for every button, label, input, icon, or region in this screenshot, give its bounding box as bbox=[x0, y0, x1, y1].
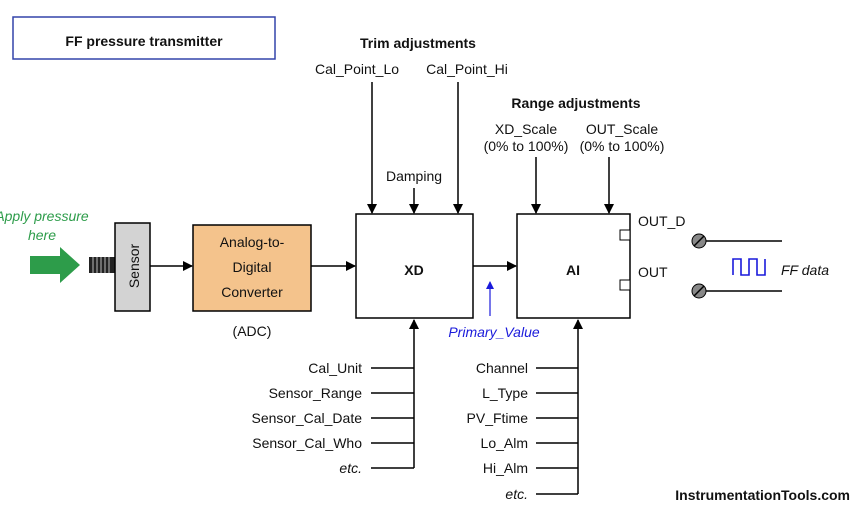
ai-block bbox=[516, 213, 631, 319]
xd-param-sensor-range: Sensor_Range bbox=[269, 385, 363, 401]
trim-heading: Trim adjustments bbox=[360, 35, 476, 51]
page-title: FF pressure transmitter bbox=[65, 33, 223, 49]
adc-line2: Digital bbox=[233, 259, 272, 275]
xd-scale-range: (0% to 100%) bbox=[484, 138, 569, 154]
ai-param-pv-ftime: PV_Ftime bbox=[467, 410, 529, 426]
xd-block bbox=[355, 213, 474, 319]
xd-param-sensor-cal-date: Sensor_Cal_Date bbox=[251, 410, 362, 426]
adc-line1: Analog-to- bbox=[220, 234, 285, 250]
adc-box bbox=[192, 224, 312, 312]
pressure-arrow-icon bbox=[30, 247, 80, 283]
apply-pressure-line2: here bbox=[28, 227, 56, 243]
apply-pressure-line1: Apply pressure bbox=[0, 208, 89, 224]
cal-point-lo-label: Cal_Point_Lo bbox=[315, 61, 399, 77]
sensor-thread-icon bbox=[89, 257, 115, 273]
xd-block-label: XD bbox=[404, 262, 423, 278]
out-d-port bbox=[619, 229, 631, 241]
range-heading: Range adjustments bbox=[511, 95, 640, 111]
square-wave-icon bbox=[732, 258, 766, 276]
out-label: OUT bbox=[638, 264, 668, 280]
sensor-box bbox=[114, 222, 151, 312]
cal-point-hi-label: Cal_Point_Hi bbox=[426, 61, 508, 77]
ai-param-etc: etc. bbox=[505, 486, 528, 502]
adc-line3: Converter bbox=[221, 284, 283, 300]
out-scale-range: (0% to 100%) bbox=[580, 138, 665, 154]
out-d-label: OUT_D bbox=[638, 213, 685, 229]
sensor-label: Sensor bbox=[126, 243, 142, 288]
title-box bbox=[12, 16, 276, 60]
adc-abbr: (ADC) bbox=[233, 323, 272, 339]
ai-param-hi-alm: Hi_Alm bbox=[483, 460, 528, 476]
out-port bbox=[619, 279, 631, 291]
primary-value-label: Primary_Value bbox=[448, 324, 540, 340]
xd-param-sensor-cal-who: Sensor_Cal_Who bbox=[252, 435, 362, 451]
xd-param-etc: etc. bbox=[339, 460, 362, 476]
damping-label: Damping bbox=[386, 168, 442, 184]
terminal-screw-icon bbox=[691, 233, 707, 249]
ai-param-l-type: L_Type bbox=[482, 385, 528, 401]
ai-param-channel: Channel bbox=[476, 360, 528, 376]
ff-data-label: FF data bbox=[781, 262, 829, 278]
watermark: InstrumentationTools.com bbox=[675, 487, 850, 503]
xd-param-cal-unit: Cal_Unit bbox=[308, 360, 362, 376]
ai-block-label: AI bbox=[566, 262, 580, 278]
out-scale-label: OUT_Scale bbox=[586, 121, 659, 137]
ai-param-lo-alm: Lo_Alm bbox=[481, 435, 528, 451]
xd-scale-label: XD_Scale bbox=[495, 121, 557, 137]
terminal-screw-icon bbox=[691, 283, 707, 299]
